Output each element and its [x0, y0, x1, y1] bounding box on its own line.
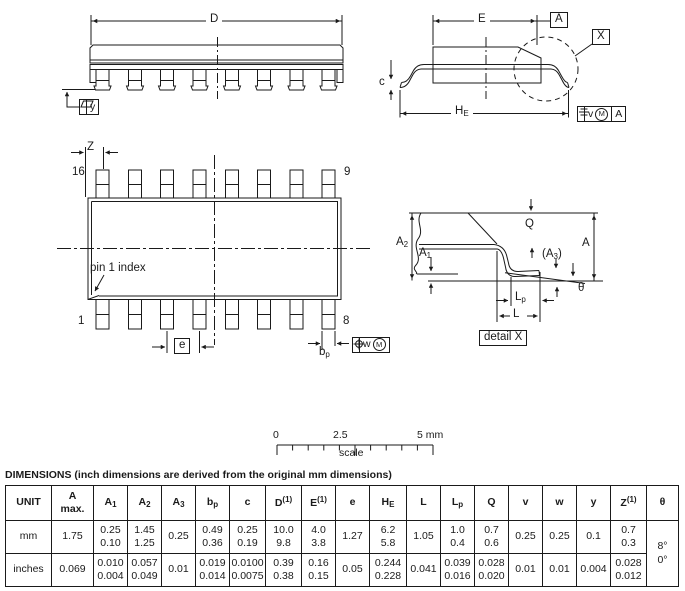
side-view-leads	[93, 69, 338, 91]
col-bp: bp	[195, 485, 230, 521]
position-icon	[353, 337, 365, 352]
col-q: Q	[474, 485, 509, 521]
col-theta: θ	[646, 485, 679, 521]
top-view-pins-top	[95, 169, 336, 199]
col-a3: A3	[161, 485, 196, 521]
pin1-index-label: pin 1 index	[90, 262, 146, 274]
dim-label-c: c	[379, 76, 385, 88]
datum-a-box: A	[550, 12, 568, 28]
col-e-cap: E(1)	[301, 485, 336, 521]
dim-label-a: A	[582, 237, 590, 249]
tolerance-y-label: y	[90, 100, 96, 113]
top-view	[57, 147, 371, 353]
col-unit: UNIT	[5, 485, 52, 521]
col-l: L	[406, 485, 441, 521]
dim-label-d: D	[206, 13, 223, 26]
top-view-pins-bottom	[95, 299, 336, 330]
seating-plane-icon	[80, 100, 94, 114]
col-lp: Lp	[440, 485, 475, 521]
dim-label-a2: A2	[396, 236, 409, 249]
dim-label-theta: θ	[578, 282, 585, 294]
pin-number-1: 1	[78, 315, 85, 327]
detail-x-view	[409, 199, 603, 322]
col-he: HE	[369, 485, 407, 521]
dim-label-bp: bp	[319, 346, 330, 359]
side-view	[62, 15, 344, 108]
col-w: w	[542, 485, 577, 521]
table-title: DIMENSIONS (inch dimensions are derived …	[5, 469, 392, 481]
scale-tick-mid: 2.5	[333, 429, 348, 441]
col-a2: A2	[127, 485, 162, 521]
datum-ref-a: A	[615, 107, 623, 120]
cell-theta: 8° 0°	[646, 520, 679, 587]
dim-label-a1: A1	[419, 247, 432, 260]
col-c: c	[229, 485, 266, 521]
col-z: Z(1)	[610, 485, 647, 521]
symmetry-icon	[578, 107, 589, 121]
dim-label-e-width: E	[474, 13, 490, 26]
dim-label-a3: (A3)	[542, 248, 562, 261]
dim-label-z: Z	[87, 141, 95, 153]
scale-tick-0: 0	[273, 429, 279, 441]
seating-plane-frame: y	[79, 99, 100, 115]
table-row-inches: inches 0.069 0.010 0.004 0.057 0.049 0.0…	[5, 553, 679, 587]
dim-label-pitch-e: e	[174, 338, 191, 354]
m-circle-icon: M	[372, 338, 386, 351]
dim-label-lp: Lp	[515, 291, 526, 304]
end-view	[388, 15, 593, 118]
cell-inches-unit: inches	[5, 553, 52, 587]
col-e: e	[335, 485, 370, 521]
col-d: D(1)	[265, 485, 302, 521]
detail-x-ref-box: X	[592, 29, 610, 45]
table-row-mm: mm 1.75 0.25 0.10 1.45 1.25 0.25 0.49 0.…	[5, 520, 679, 587]
pin-number-8: 8	[343, 315, 350, 327]
dim-label-q: Q	[525, 218, 534, 230]
pin-number-9: 9	[344, 166, 351, 178]
pin-number-16: 16	[72, 166, 85, 178]
dim-label-l: L	[513, 308, 520, 320]
col-v: v	[508, 485, 543, 521]
m-circle-icon: M	[595, 107, 609, 121]
scale-tick-max: 5 mm	[417, 429, 444, 441]
col-a1: A1	[93, 485, 128, 521]
cell-mm-unit: mm	[5, 520, 52, 554]
col-y: y	[576, 485, 611, 521]
dim-label-he: HE	[451, 105, 473, 118]
scale-bar	[276, 444, 434, 455]
detail-x-caption-box: detail X	[479, 330, 528, 346]
scale-caption: scale	[339, 447, 364, 459]
drawing-canvas	[57, 15, 603, 455]
